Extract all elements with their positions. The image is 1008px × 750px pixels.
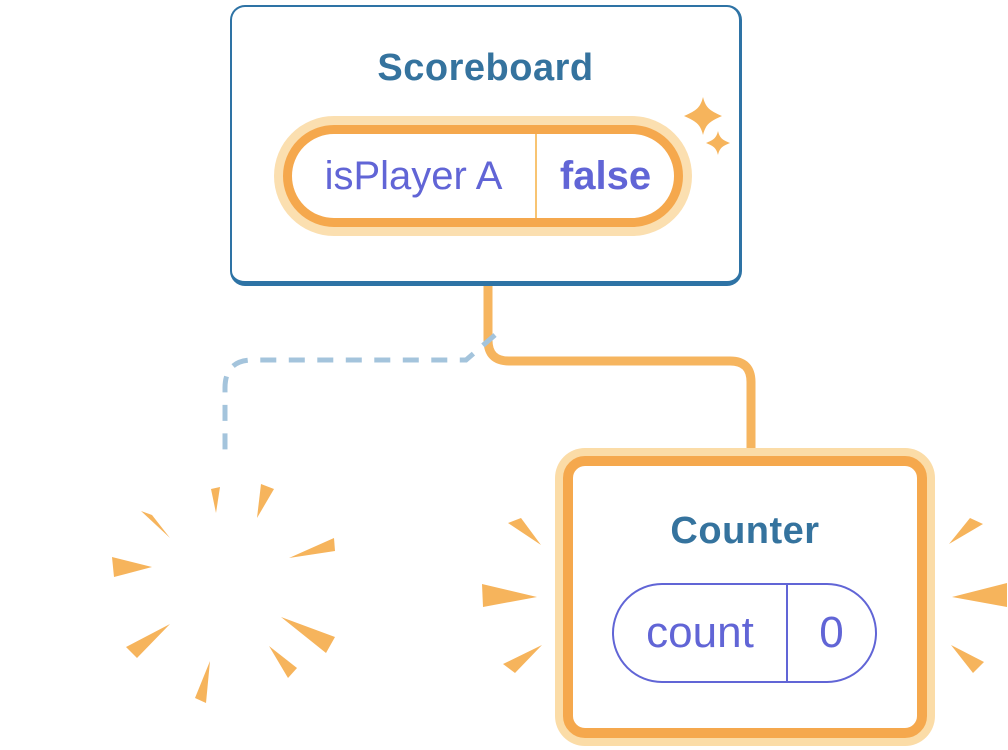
pill-divider	[786, 585, 788, 681]
counter-state-value: 0	[819, 608, 844, 657]
counter-title: Counter	[670, 510, 820, 552]
pill-divider	[535, 134, 537, 218]
scoreboard-card: Scoreboard isPlayer A false	[230, 5, 742, 286]
scoreboard-state-value: false	[559, 153, 652, 198]
destroyed-component-card	[88, 455, 366, 723]
scoreboard-state-label: isPlayer A	[324, 153, 503, 198]
counter-state-pill: count 0	[612, 583, 877, 683]
counter-state-label: count	[646, 608, 754, 657]
scoreboard-title: Scoreboard	[377, 47, 594, 89]
scoreboard-state-pill: isPlayer A false	[283, 125, 683, 227]
counter-card: Counter count 0	[563, 456, 927, 738]
state-preserved-connector-line	[483, 284, 756, 456]
state-destroyed-dashed-line	[222, 333, 497, 461]
